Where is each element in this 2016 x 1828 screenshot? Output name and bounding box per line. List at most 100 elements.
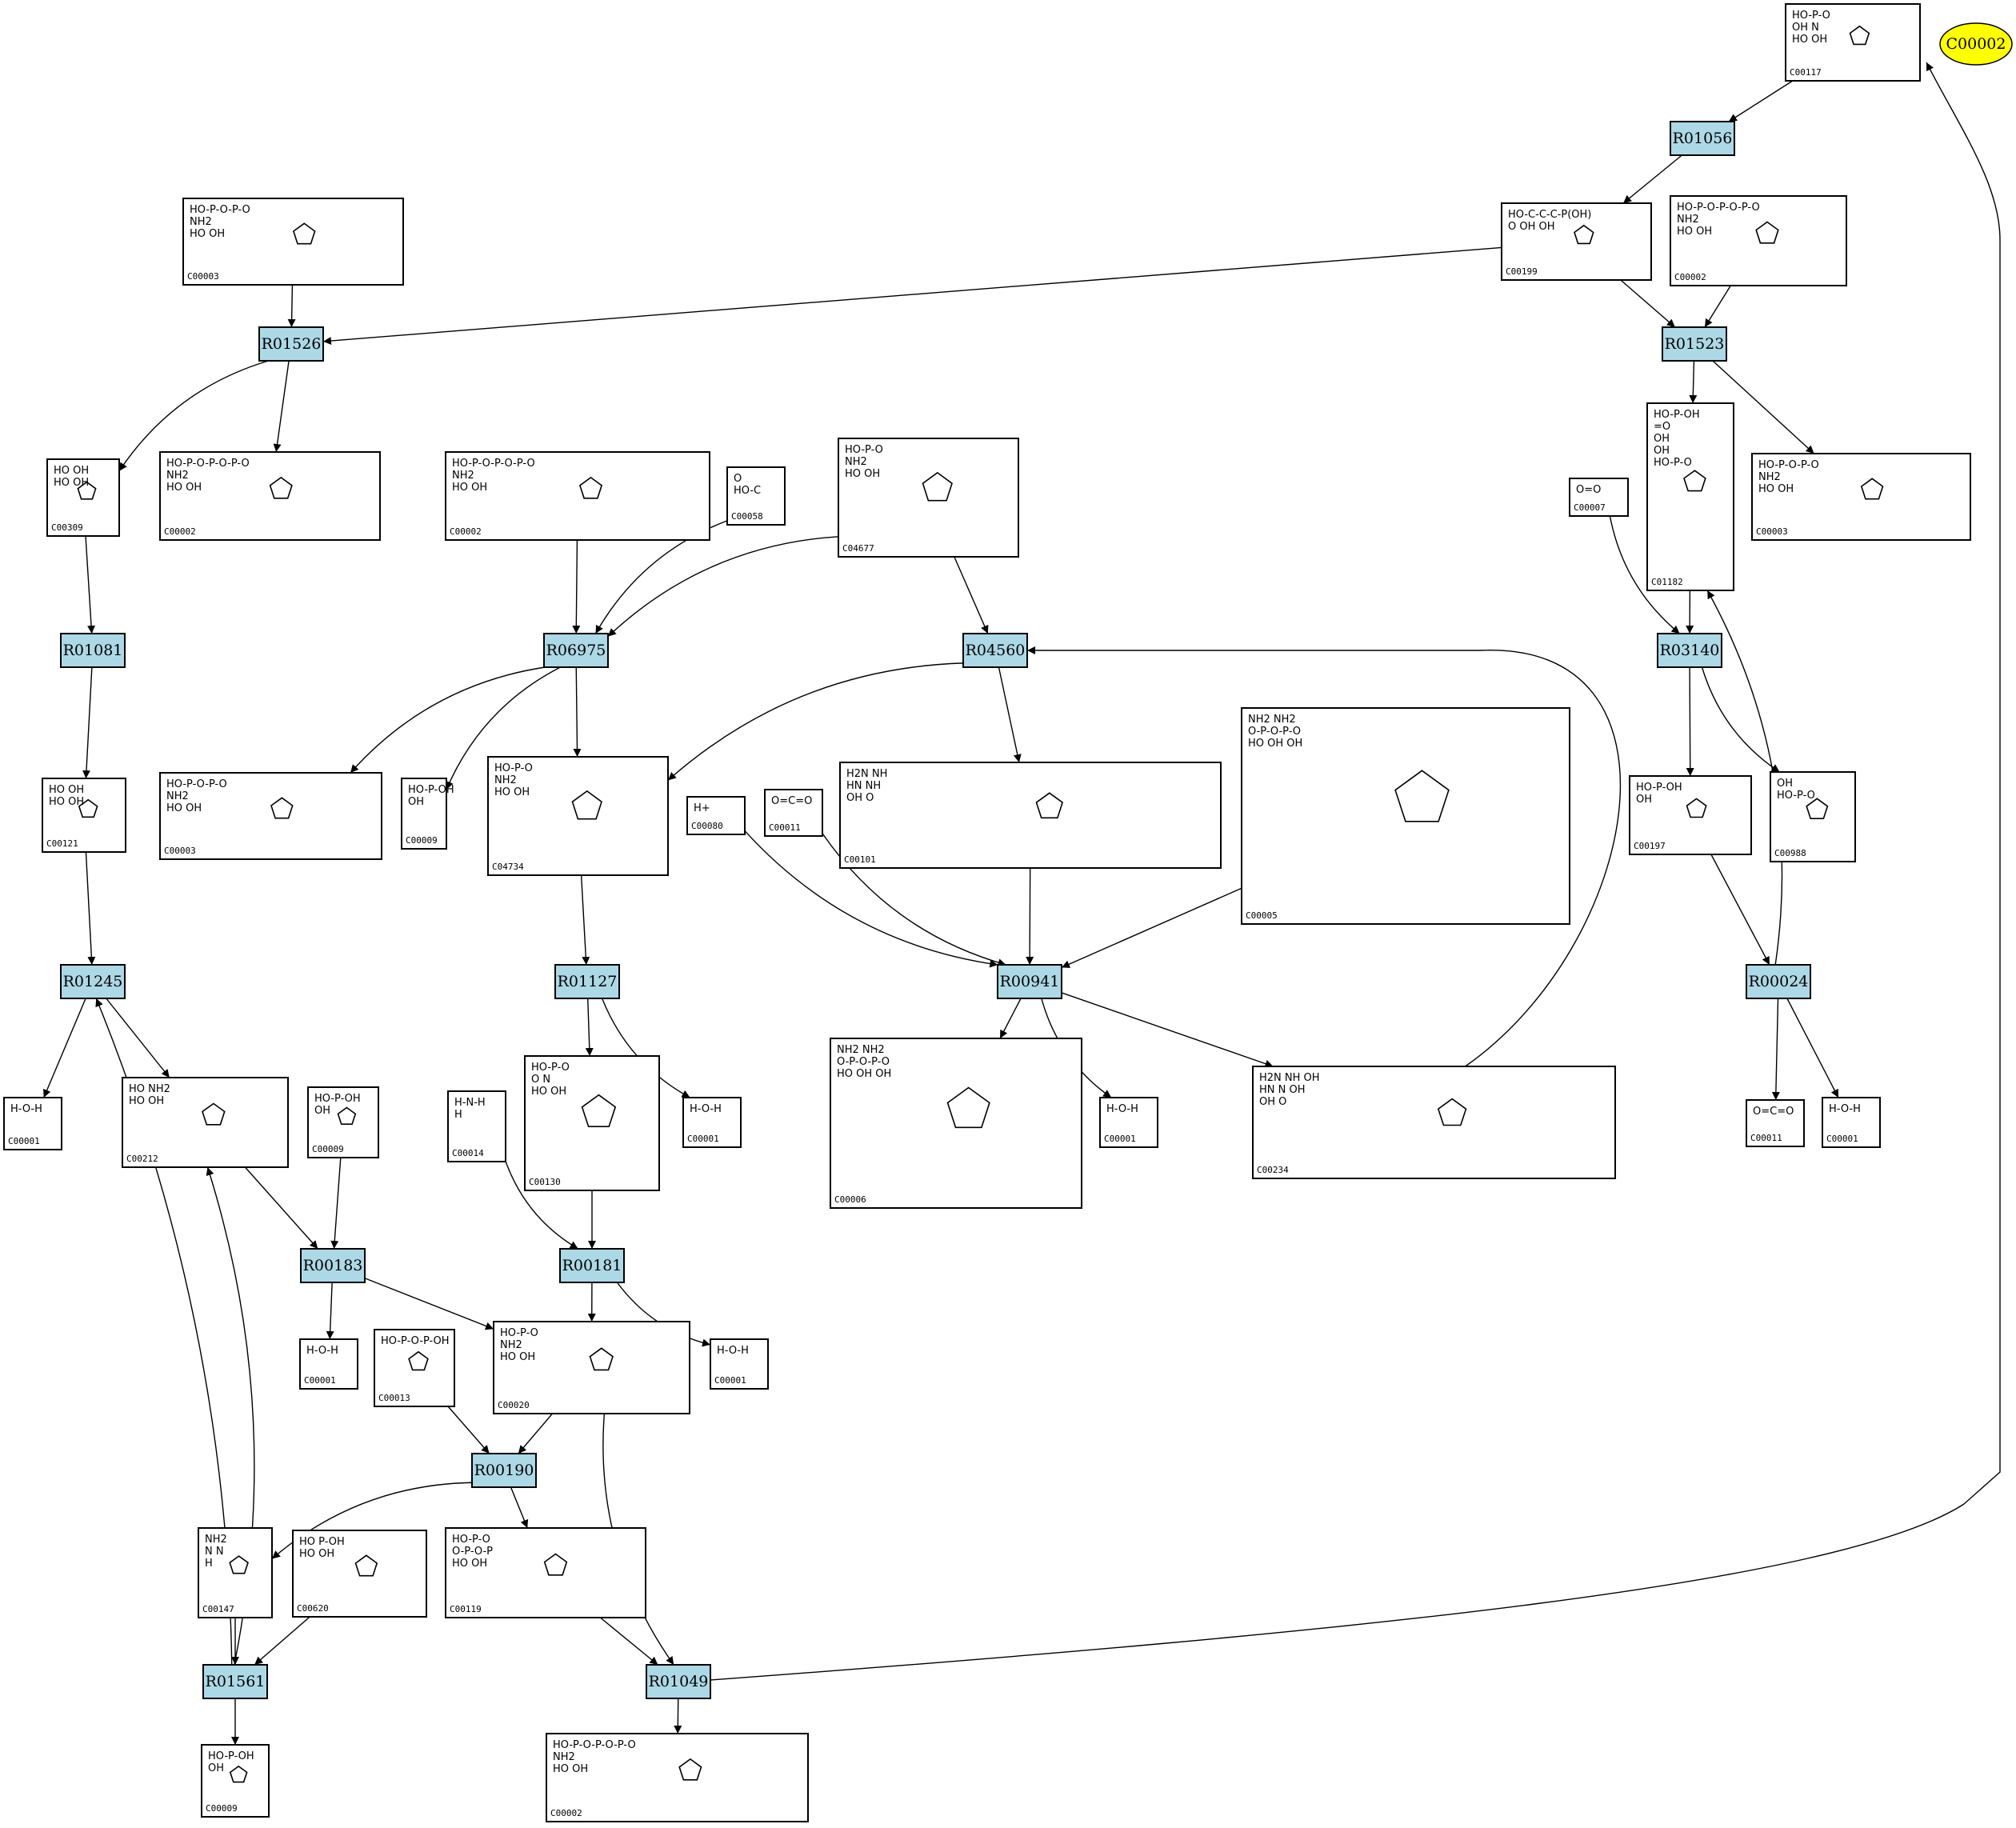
edge-r01526-to-c00309 (118, 360, 269, 472)
edge-c00234-to-r04560 (1027, 646, 1622, 1067)
structure-fragment: NH2 (553, 1751, 575, 1763)
reaction-r00024[interactable]: R00024 (1746, 964, 1811, 999)
reaction-r00183[interactable]: R00183 (300, 1248, 366, 1283)
ring-glyph (1860, 478, 1884, 500)
structure-fragment: HO-P-O-P-O-P-O (166, 458, 250, 470)
structure-fragment: HO OH (494, 786, 530, 798)
reaction-r01245[interactable]: R01245 (60, 964, 126, 999)
reaction-r01526[interactable]: R01526 (258, 326, 324, 362)
structure-fragment: HO OH (54, 465, 89, 477)
reaction-r00181[interactable]: R00181 (559, 1248, 625, 1283)
ring-glyph (354, 1554, 378, 1577)
ring-glyph (543, 1553, 568, 1576)
highlight-node-c00002[interactable]: C00002 (1939, 22, 2013, 66)
structure-fragment: OH (208, 1762, 224, 1774)
compound-box (546, 1733, 809, 1822)
compound-box (159, 451, 381, 541)
edge-c00212-to-r00183 (244, 1166, 318, 1250)
structure-fragment: NH2 (1677, 214, 1699, 226)
compound-id-label: C00988 (1774, 848, 1806, 858)
reaction-r00190[interactable]: R00190 (471, 1453, 537, 1488)
structure-fragment: H (454, 1109, 462, 1121)
edge-r00941-to-c00234 (1061, 992, 1274, 1068)
compound-box (159, 772, 382, 860)
ring-glyph (77, 481, 97, 500)
compound-box (307, 1086, 379, 1158)
structure-fragment: OH N (1792, 22, 1819, 34)
reaction-r01049[interactable]: R01049 (646, 1664, 711, 1699)
structure-fragment: H2N NH OH (1259, 1072, 1320, 1084)
ring-glyph (1035, 792, 1064, 819)
compound-box (1670, 195, 1847, 286)
compound-c00080[interactable]: H+C00080 (686, 796, 746, 835)
structure-fragment: HO-P-O-P-O-P-O (553, 1739, 636, 1751)
reaction-r03140[interactable]: R03140 (1657, 633, 1722, 668)
edge-r01245-to-c00212 (106, 998, 170, 1078)
reaction-r01561[interactable]: R01561 (202, 1664, 268, 1699)
structure-fragment: O-P-O-P (452, 1546, 493, 1558)
reaction-r00941[interactable]: R00941 (997, 964, 1062, 999)
reaction-r01056[interactable]: R01056 (1670, 121, 1735, 156)
ring-glyph (1437, 1098, 1467, 1126)
edge-c00309-to-r01081 (85, 535, 96, 634)
structure-fragment: HO-P-OH (314, 1093, 361, 1105)
reaction-r01081[interactable]: R01081 (60, 633, 126, 668)
compound-id-label: C00003 (1756, 526, 1788, 537)
compound-id-label: C00001 (1826, 1134, 1858, 1144)
structure-fragment: HO OH OH (1248, 738, 1302, 750)
reaction-r04560[interactable]: R04560 (962, 633, 1028, 668)
reaction-r01127[interactable]: R01127 (554, 964, 620, 999)
reaction-label: R01561 (206, 1673, 266, 1690)
compound-id-label: C04677 (842, 543, 874, 554)
compound-box (524, 1055, 660, 1191)
compound-id-label: C00002 (450, 526, 482, 537)
reaction-r06975[interactable]: R06975 (543, 633, 609, 668)
structure-fragment: HO OH (1677, 226, 1712, 238)
edge-r00183-to-c00001e (326, 1282, 334, 1340)
reaction-r01523[interactable]: R01523 (1662, 326, 1727, 362)
structure-fragment: NH2 NH2 (1248, 714, 1296, 726)
